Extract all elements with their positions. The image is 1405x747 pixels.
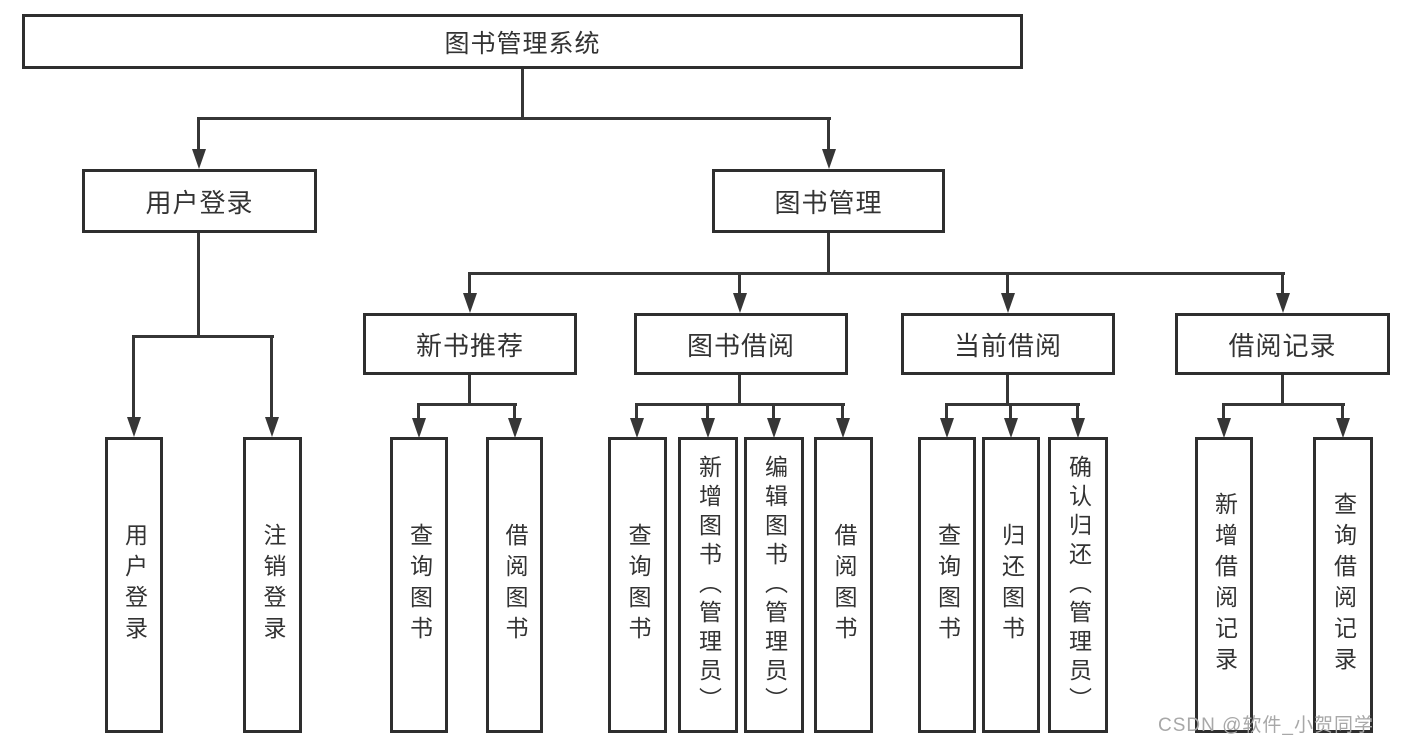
arrowhead-leaf [1071, 418, 1085, 438]
leaf-node-label: 用户登录 [121, 523, 148, 647]
leaf-node-label: 新增图书（管理员） [695, 454, 722, 716]
leaf-node-borrow-books: 借阅图书 [486, 437, 543, 733]
connector-drop-leaf [772, 403, 775, 420]
leaf-node-query-books: 查询图书 [390, 437, 448, 733]
connector-user-login-bar [132, 335, 274, 338]
leaf-node-label: 借阅图书 [502, 523, 528, 647]
leaf-node-confirm-return-admin: 确认归还（管理员） [1048, 437, 1108, 733]
section-node-book-borrow: 图书借阅 [634, 313, 848, 375]
leaf-node-borrow-books: 借阅图书 [814, 437, 873, 733]
connector-new-book-recommend-trunk [468, 375, 471, 406]
connector-borrow-records-bar [1222, 403, 1345, 406]
leaf-node-return-books: 归还图书 [982, 437, 1040, 733]
arrowhead-leaf-user-login [127, 417, 141, 437]
leaf-node-edit-books-admin: 编辑图书（管理员） [744, 437, 804, 733]
arrowhead-leaf [836, 418, 850, 438]
leaf-node-query-books: 查询图书 [918, 437, 976, 733]
section-node-label: 图书借阅 [686, 330, 795, 361]
leaf-node-label: 确认归还（管理员） [1065, 454, 1092, 716]
connector-current-borrow-trunk [1006, 375, 1009, 406]
leaf-node-user-login: 用户登录 [105, 437, 163, 733]
root-node-label: 图书管理系统 [444, 29, 601, 58]
arrowhead-leaf [701, 418, 715, 438]
connector-drop-current-borrow [1006, 272, 1009, 296]
leaf-node-query-borrow-record: 查询借阅记录 [1313, 437, 1373, 733]
arrowhead-leaf [1217, 418, 1231, 438]
leaf-node-label: 查询图书 [934, 523, 961, 647]
leaf-node-label: 查询图书 [625, 523, 651, 647]
connector-drop-leaf [635, 403, 638, 420]
connector-drop-leaf [1009, 403, 1012, 420]
arrowhead-book-management [822, 149, 836, 169]
section-node-label: 借阅记录 [1228, 330, 1337, 361]
section-node-label: 新书推荐 [415, 330, 524, 361]
arrowhead-user-login [192, 149, 206, 169]
leaf-node-label: 查询借阅记录 [1330, 492, 1357, 678]
connector-drop-borrow-records [1281, 272, 1284, 296]
arrowhead-leaf [1336, 418, 1350, 438]
arrowhead-current-borrow [1001, 293, 1015, 313]
leaf-node-query-books: 查询图书 [608, 437, 667, 733]
connector-drop-leaf [513, 403, 516, 420]
connector-drop-book-management [827, 117, 830, 151]
arrowhead-leaf [1004, 418, 1018, 438]
arrowhead-book-borrow [733, 293, 747, 313]
branch-node-label: 图书管理 [774, 187, 883, 218]
connector-book-borrow-trunk [738, 375, 741, 406]
arrowhead-borrow-records [1276, 293, 1290, 313]
leaf-node-label: 编辑图书（管理员） [761, 454, 788, 716]
connector-drop-leaf [1076, 403, 1079, 420]
connector-book-management-trunk [827, 233, 830, 275]
connector-drop-leaf [1222, 403, 1225, 420]
connector-drop-leaf [945, 403, 948, 420]
connector-root-trunk [521, 69, 524, 117]
connector-drop-user-login [197, 117, 200, 151]
connector-drop-leaf [706, 403, 709, 420]
section-node-current-borrow: 当前借阅 [901, 313, 1115, 375]
arrowhead-leaf [630, 418, 644, 438]
connector-new-book-recommend-bar [417, 403, 517, 406]
connector-drop-book-borrow [738, 272, 741, 296]
leaf-node-label: 查询图书 [406, 523, 433, 647]
arrowhead-leaf [508, 418, 522, 438]
leaf-node-add-borrow-record: 新增借阅记录 [1195, 437, 1253, 733]
root-node-library-system: 图书管理系统 [22, 14, 1023, 69]
connector-current-borrow-bar [945, 403, 1080, 406]
leaf-node-label: 借阅图书 [831, 523, 857, 647]
leaf-node-logout: 注销登录 [243, 437, 302, 733]
leaf-node-add-books-admin: 新增图书（管理员） [678, 437, 738, 733]
section-node-borrow-records: 借阅记录 [1175, 313, 1390, 375]
arrowhead-new-book-recommend [463, 293, 477, 313]
connector-drop-leaf [1341, 403, 1344, 420]
connector-drop-leaf [841, 403, 844, 420]
branch-node-user-login: 用户登录 [82, 169, 317, 233]
section-node-new-book-recommend: 新书推荐 [363, 313, 577, 375]
connector-drop-new-book-recommend [468, 272, 471, 296]
arrowhead-leaf [767, 418, 781, 438]
arrowhead-leaf [412, 418, 426, 438]
connector-root-bar [197, 117, 831, 120]
connector-book-management-bar [468, 272, 1285, 275]
csdn-watermark: CSDN @软件_小贺同学 [1158, 715, 1374, 736]
connector-user-login-trunk [197, 233, 200, 335]
arrowhead-leaf [940, 418, 954, 438]
section-node-label: 当前借阅 [953, 330, 1062, 361]
connector-borrow-records-trunk [1281, 375, 1284, 406]
arrowhead-leaf-logout [265, 417, 279, 437]
leaf-node-label: 新增借阅记录 [1211, 492, 1238, 678]
connector-drop-leaf [417, 403, 420, 420]
connector-drop-leaf-logout [270, 335, 273, 419]
connector-book-borrow-bar [635, 403, 845, 406]
connector-drop-leaf-user-login [132, 335, 135, 419]
leaf-node-label: 注销登录 [260, 523, 286, 647]
branch-node-book-management: 图书管理 [712, 169, 945, 233]
leaf-node-label: 归还图书 [998, 523, 1025, 647]
branch-node-label: 用户登录 [145, 187, 254, 218]
